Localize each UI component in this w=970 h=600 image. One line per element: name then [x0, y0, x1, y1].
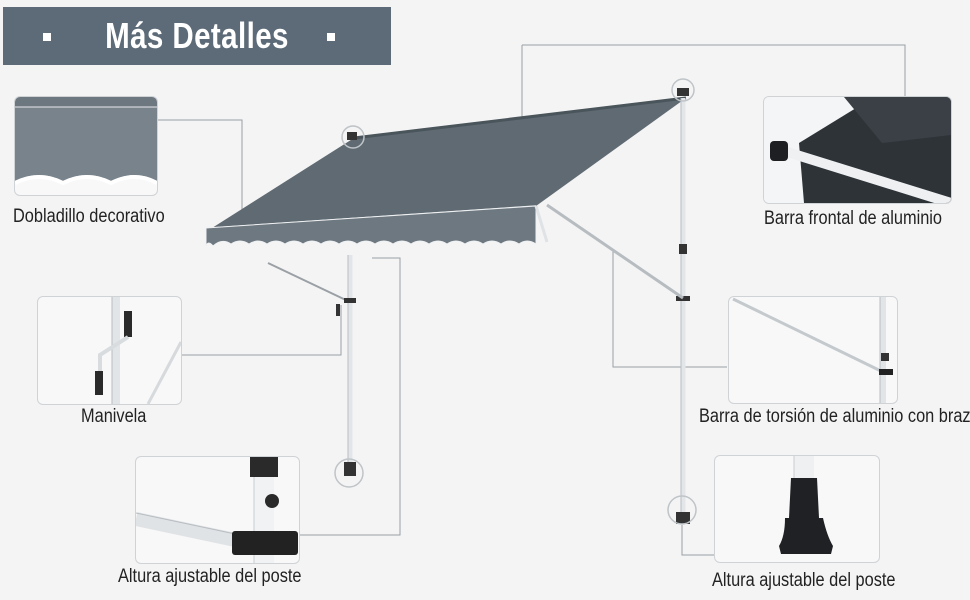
caption-right-pole: Altura ajustable del poste [712, 570, 896, 591]
hotspot-circle [334, 458, 364, 488]
detail-box-crank [37, 296, 182, 405]
detail-box-right-pole [714, 455, 880, 563]
detail-box-torsion-bar [728, 296, 898, 404]
caption-torsion-bar: Barra de torsión de aluminio con brazo. [699, 406, 970, 427]
bullet-square-left [43, 33, 51, 41]
left-torsion-arm [267, 262, 351, 303]
bullet-square-right [327, 33, 335, 41]
detail-box-left-pole [135, 456, 300, 564]
right-torsion-arm [546, 203, 684, 300]
banner-title: Más Detalles [105, 15, 289, 56]
hotspot-circle [341, 125, 365, 149]
caption-valance: Dobladillo decorativo [13, 206, 165, 227]
caption-left-pole: Altura ajustable del poste [118, 566, 302, 587]
hotspot-circle [667, 495, 697, 525]
detail-box-front-bar [763, 96, 952, 204]
hotspot-circle [671, 78, 695, 102]
caption-front-bar: Barra frontal de aluminio [764, 208, 943, 229]
caption-crank: Manivela [81, 406, 147, 427]
awning-canopy [212, 98, 686, 228]
detail-box-valance [14, 96, 158, 196]
leader-lines [158, 44, 906, 556]
awning-valance [205, 205, 537, 247]
title-banner: Más Detalles [3, 7, 391, 65]
